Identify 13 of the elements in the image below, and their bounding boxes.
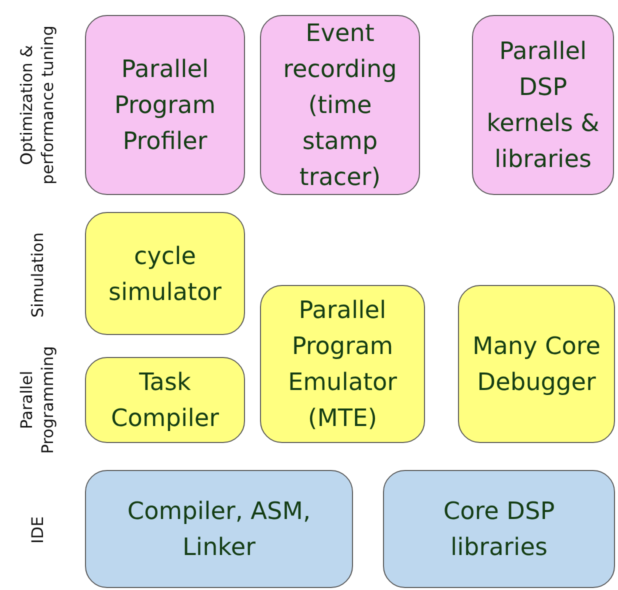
layer-label: Simulation [26,231,48,320]
tool-box: Many Core Debugger [458,285,615,443]
layer-label: Optimization & performance tuning [16,24,58,186]
tool-box: cycle simulator [85,212,245,335]
tool-box: Compiler, ASM, Linker [85,470,353,588]
layer-label: IDE [26,515,48,546]
layer-label: Parallel Programming [16,345,58,455]
tool-box: Parallel Program Profiler [85,15,245,195]
tool-box: Parallel DSP kernels & libraries [472,15,614,195]
tool-box: Event recording (time stamp tracer) [260,15,420,195]
tool-box: Parallel Program Emulator (MTE) [260,285,425,443]
tool-box: Core DSP libraries [383,470,615,588]
tool-box: Task Compiler [85,357,245,443]
